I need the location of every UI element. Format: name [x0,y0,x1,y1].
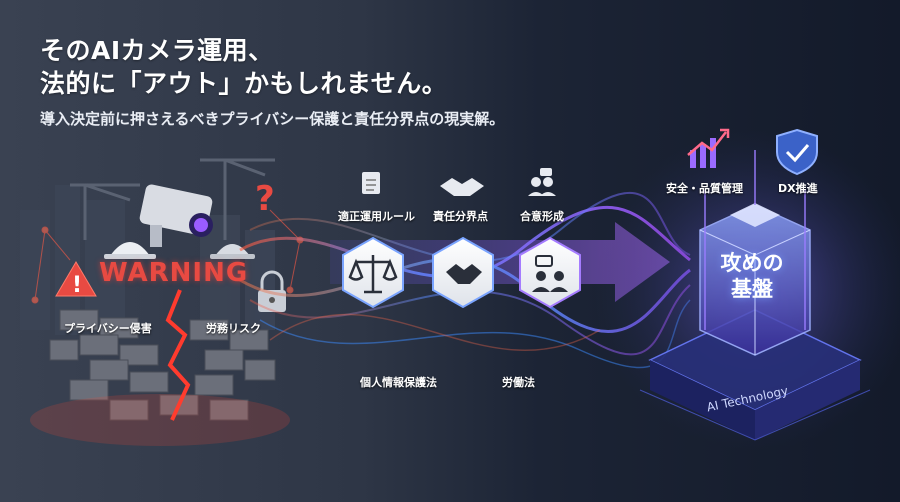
headline-line2: 法的に「アウト」かもしれません。 [40,69,448,98]
scales-icon [348,255,398,294]
step-consensus-label: 合意形成 [520,210,564,223]
hardhat-icon [104,242,255,259]
hex-responsibility [432,236,494,309]
hex-rule [342,236,404,309]
document-icon [362,172,380,194]
crane-icon [70,158,275,240]
headline: そのAIカメラ運用、 法的に「アウト」かもしれません。 [40,34,447,100]
subtitle: 導入決定前に押さえるべきプライバシー保護と責任分界点の現実解。 [40,110,505,128]
core-line1: 攻めの [720,251,784,275]
arrow-right-icon [330,222,670,302]
core-line2: 基盤 [731,277,773,302]
hex-consensus [519,236,581,309]
headline-line1: そのAIカメラ運用、 [40,36,274,65]
badge-safety-label: 安全・品質管理 [666,182,743,195]
step-responsibility-label: 責任分界点 [433,210,488,223]
red-glow [30,394,290,446]
core-tower [699,203,811,356]
chart-up-icon [687,128,730,168]
light-beams [704,150,806,330]
handshake-icon [440,178,484,196]
core-title: 攻めの 基盤 [697,250,807,303]
shield-check-icon [776,128,818,176]
question-mark-icon: ? [255,179,275,219]
badge-dx-label: DX推進 [778,182,818,195]
svg-text:!: ! [72,273,82,298]
law-privacy-label: 個人情報保護法 [360,376,437,389]
crack-line [165,289,191,421]
platform-base [639,309,871,441]
law-labor-label: 労働法 [502,376,535,389]
people-chat-icon [528,168,556,196]
risk-labor-label: 労務リスク [206,322,261,335]
warning-triangle-icon: ! [55,261,97,298]
step-rules-label: 適正運用ルール [338,210,415,223]
warning-label: WARNING [99,258,249,288]
risk-privacy-label: プライバシー侵害 [64,322,152,335]
city-skyline [20,185,275,335]
camera-icon [139,184,213,247]
